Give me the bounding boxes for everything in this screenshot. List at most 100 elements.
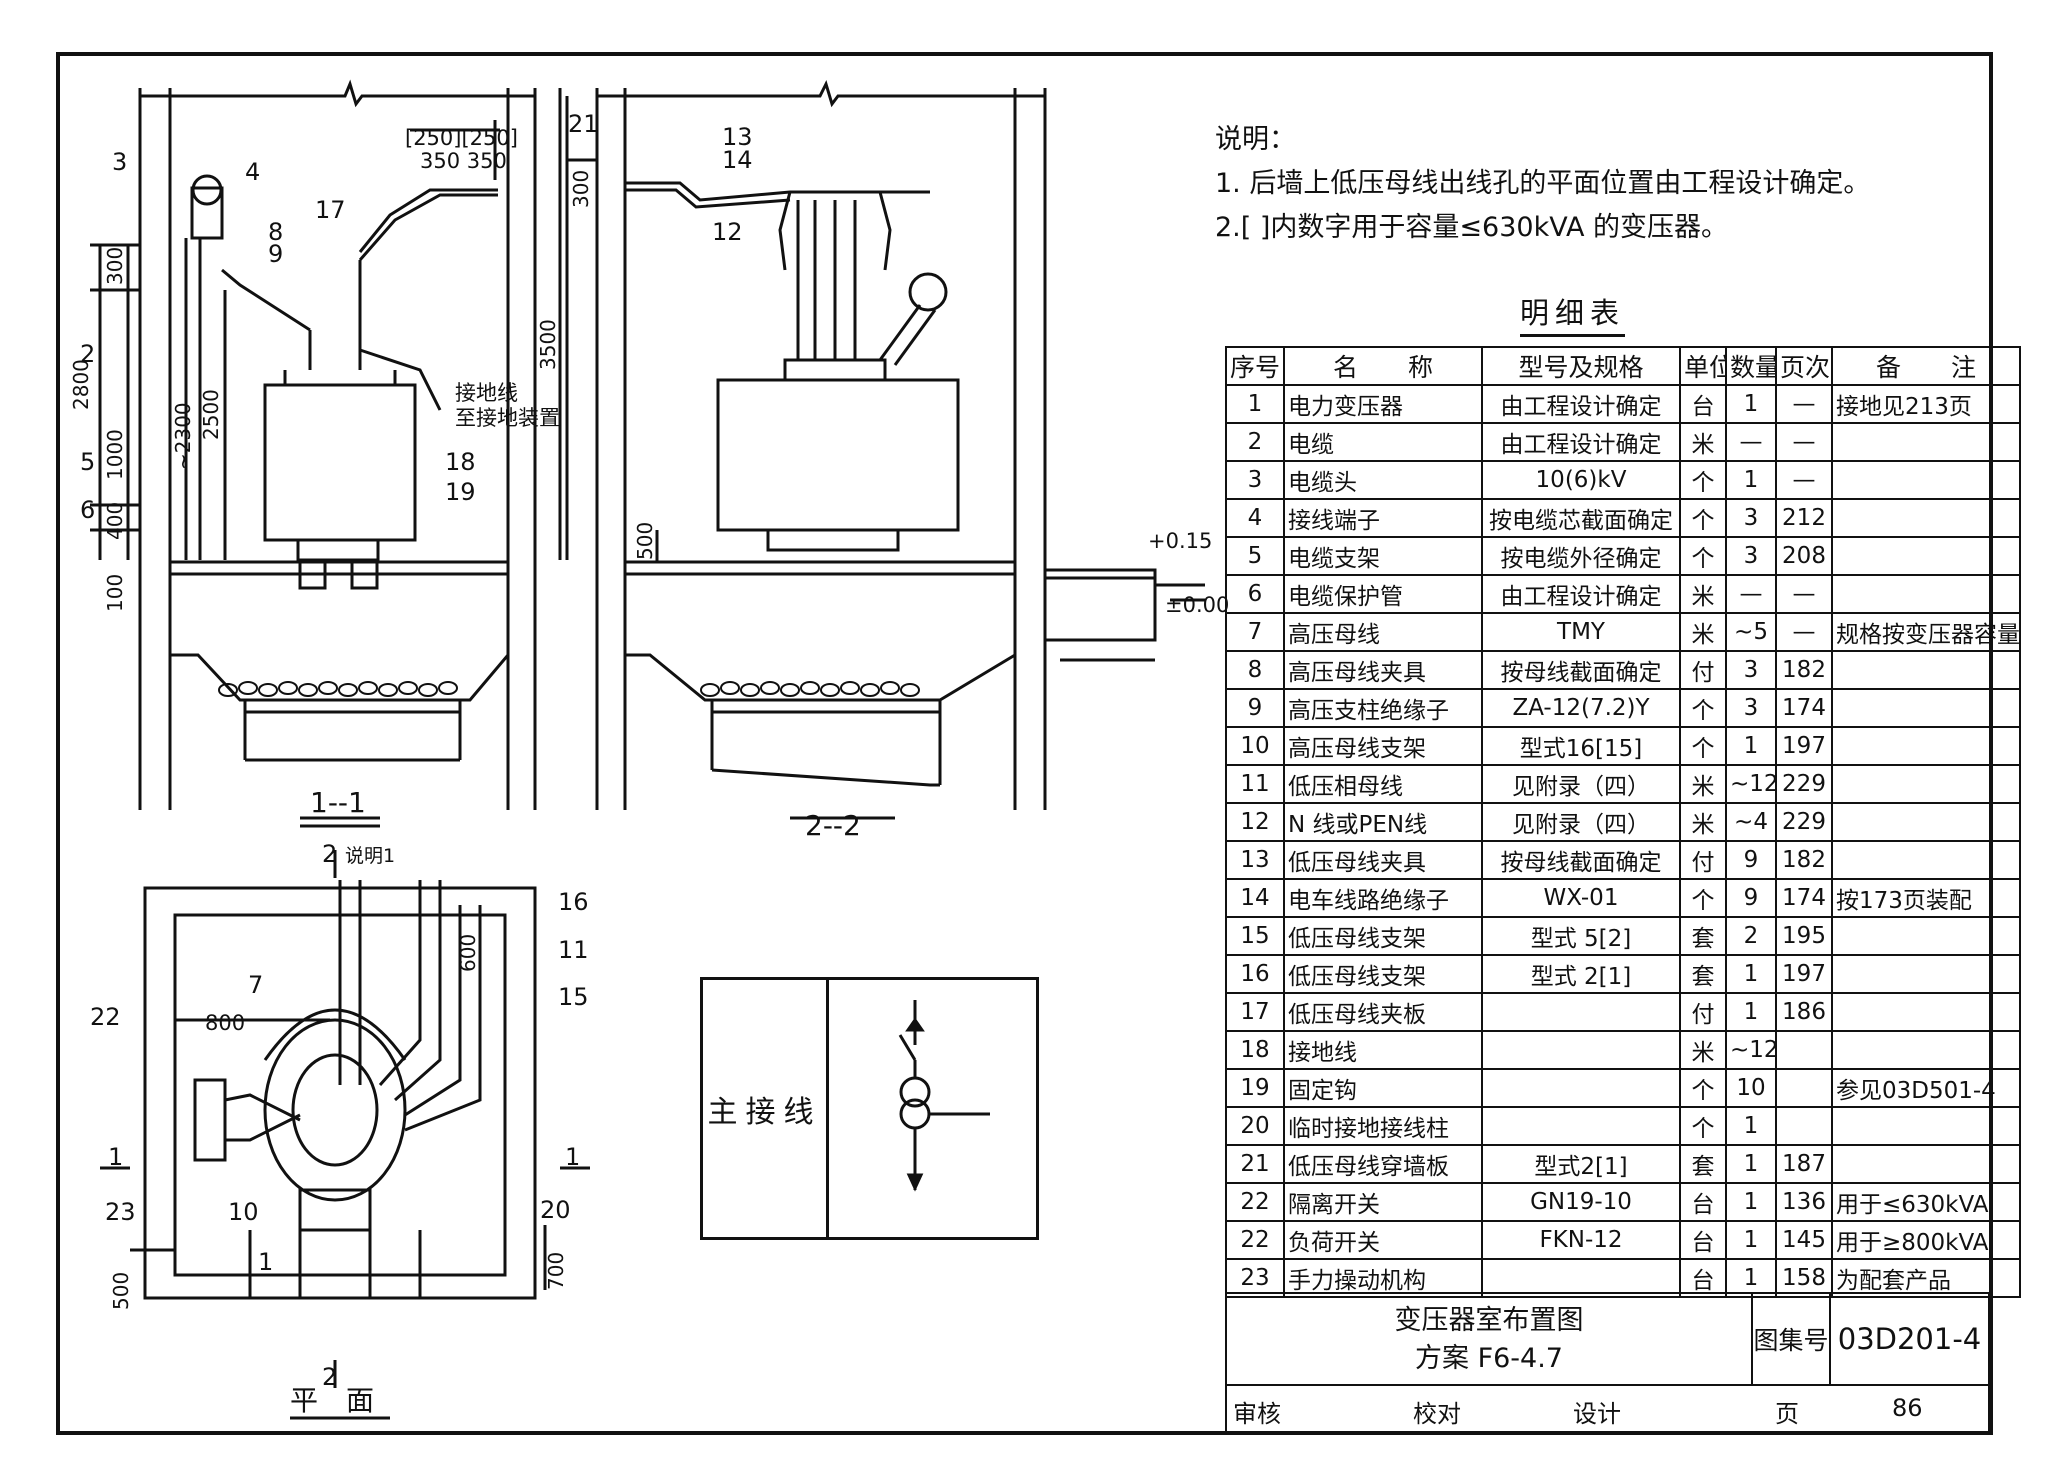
callout-8: 8 (268, 218, 283, 246)
drawing-scheme: 方案 F6-4.7 (1415, 1343, 1563, 1374)
row-name: 低压母线夹板 (1283, 992, 1483, 1032)
row-no: 3 (1225, 460, 1285, 500)
row-page: 187 (1775, 1144, 1833, 1184)
callout-2: 2 (80, 340, 95, 368)
row-name: 低压相母线 (1283, 764, 1483, 804)
row-unit: 台 (1679, 1258, 1727, 1298)
row-name: 低压母线夹具 (1283, 840, 1483, 880)
row-model: TMY (1481, 612, 1681, 652)
row-no: 21 (1225, 1144, 1285, 1184)
row-name: 电缆头 (1283, 460, 1483, 500)
row-qty: 3 (1725, 650, 1777, 690)
row-page: 136 (1775, 1182, 1833, 1222)
row-unit: 个 (1679, 726, 1727, 766)
callout-4: 4 (245, 158, 260, 186)
parts-table: 序号 名 称 型号及规格 单位 数量 页次 备 注 1电力变压器由工程设计确定台… (1225, 346, 2021, 1298)
title-main: 变压器室布置图 方案 F6-4.7 (1225, 1292, 1753, 1386)
row-name: 电缆支架 (1283, 536, 1483, 576)
row-name: 高压母线支架 (1283, 726, 1483, 766)
row-model (1481, 992, 1681, 1032)
row-unit: 套 (1679, 1144, 1727, 1184)
row-remark: 规格按变压器容量确定 (1831, 612, 2021, 652)
row-page: 158 (1775, 1258, 1833, 1298)
note-item-1: 1. 后墙上低压母线出线孔的平面位置由工程设计确定。 (1215, 168, 1871, 199)
row-qty: — (1725, 422, 1777, 462)
section-2-label: 2--2 (805, 809, 861, 842)
row-model: WX-01 (1481, 878, 1681, 918)
row-no: 7 (1225, 612, 1285, 652)
row-no: 16 (1225, 954, 1285, 994)
signature-row: 审核 校对 设计 页 86 (1225, 1386, 1990, 1433)
col-header-remark: 备 注 (1831, 346, 2021, 386)
dim-top2: 350 350 (420, 149, 507, 173)
row-page: 182 (1775, 840, 1833, 880)
atlas-code: 03D201-4 (1831, 1292, 1990, 1386)
row-name: 接线端子 (1283, 498, 1483, 538)
row-qty: — (1725, 574, 1777, 614)
section-1-1-view (90, 79, 562, 828)
row-remark: 参见03D501-4 (1831, 1068, 2021, 1108)
row-remark (1831, 1144, 2021, 1184)
row-name: 高压支柱绝缘子 (1283, 688, 1483, 728)
col-header-unit: 单位 (1679, 346, 1727, 386)
row-qty: 1 (1725, 460, 1777, 500)
row-name: 手力操动机构 (1283, 1258, 1483, 1298)
dim-2500: 2500 (199, 389, 223, 440)
dim-2300: ~2300 (171, 402, 195, 470)
row-page: 186 (1775, 992, 1833, 1032)
plan-dim-700: 700 (544, 1252, 568, 1290)
row-remark (1831, 992, 2021, 1032)
col-header-qty: 数量 (1725, 346, 1777, 386)
ground-note-2: 至接地装置 (455, 406, 560, 430)
plan-dim-500: 500 (109, 1272, 133, 1310)
row-name: 低压母线支架 (1283, 954, 1483, 994)
plan-dim-800: 800 (205, 1011, 245, 1035)
row-remark: 用于≥800kVA (1831, 1220, 2021, 1260)
row-model: FKN-12 (1481, 1220, 1681, 1260)
plan-label: 平 面 (290, 1384, 374, 1417)
row-page (1775, 1106, 1833, 1146)
row-remark (1831, 574, 2021, 614)
dim2-500: 500 (633, 522, 657, 560)
callout-1: 1 (258, 1248, 273, 1276)
ground-note-1: 接地线 (455, 381, 518, 405)
level-000: ±0.00 (1165, 593, 1229, 617)
row-remark (1831, 688, 2021, 728)
notes-heading: 说明： (1215, 124, 1296, 155)
callout-21: 21 (568, 110, 599, 138)
row-remark: 按173页装配 (1831, 878, 2021, 918)
row-qty: 1 (1725, 1220, 1777, 1260)
callout-16: 16 (558, 888, 589, 916)
callout-13: 13 (722, 123, 753, 151)
row-unit: 米 (1679, 612, 1727, 652)
row-qty: 9 (1725, 840, 1777, 880)
row-unit: 米 (1679, 1030, 1727, 1070)
row-unit: 台 (1679, 1182, 1727, 1222)
check-label: 校对 (1413, 1400, 1461, 1428)
row-page: 212 (1775, 498, 1833, 538)
row-no: 4 (1225, 498, 1285, 538)
row-name: 隔离开关 (1283, 1182, 1483, 1222)
atlas-label: 图集号 (1753, 1292, 1831, 1386)
row-unit: 台 (1679, 1220, 1727, 1260)
title-block: 变压器室布置图 方案 F6-4.7 图集号 03D201-4 审核 校对 设计 … (1225, 1292, 1990, 1433)
row-page: 174 (1775, 688, 1833, 728)
row-no: 15 (1225, 916, 1285, 956)
row-unit: 米 (1679, 422, 1727, 462)
row-model: 型式 5[2] (1481, 916, 1681, 956)
callout-23: 23 (105, 1198, 136, 1226)
row-qty: 3 (1725, 498, 1777, 538)
row-name: 电缆保护管 (1283, 574, 1483, 614)
row-model: GN19-10 (1481, 1182, 1681, 1222)
row-qty: 1 (1725, 384, 1777, 424)
